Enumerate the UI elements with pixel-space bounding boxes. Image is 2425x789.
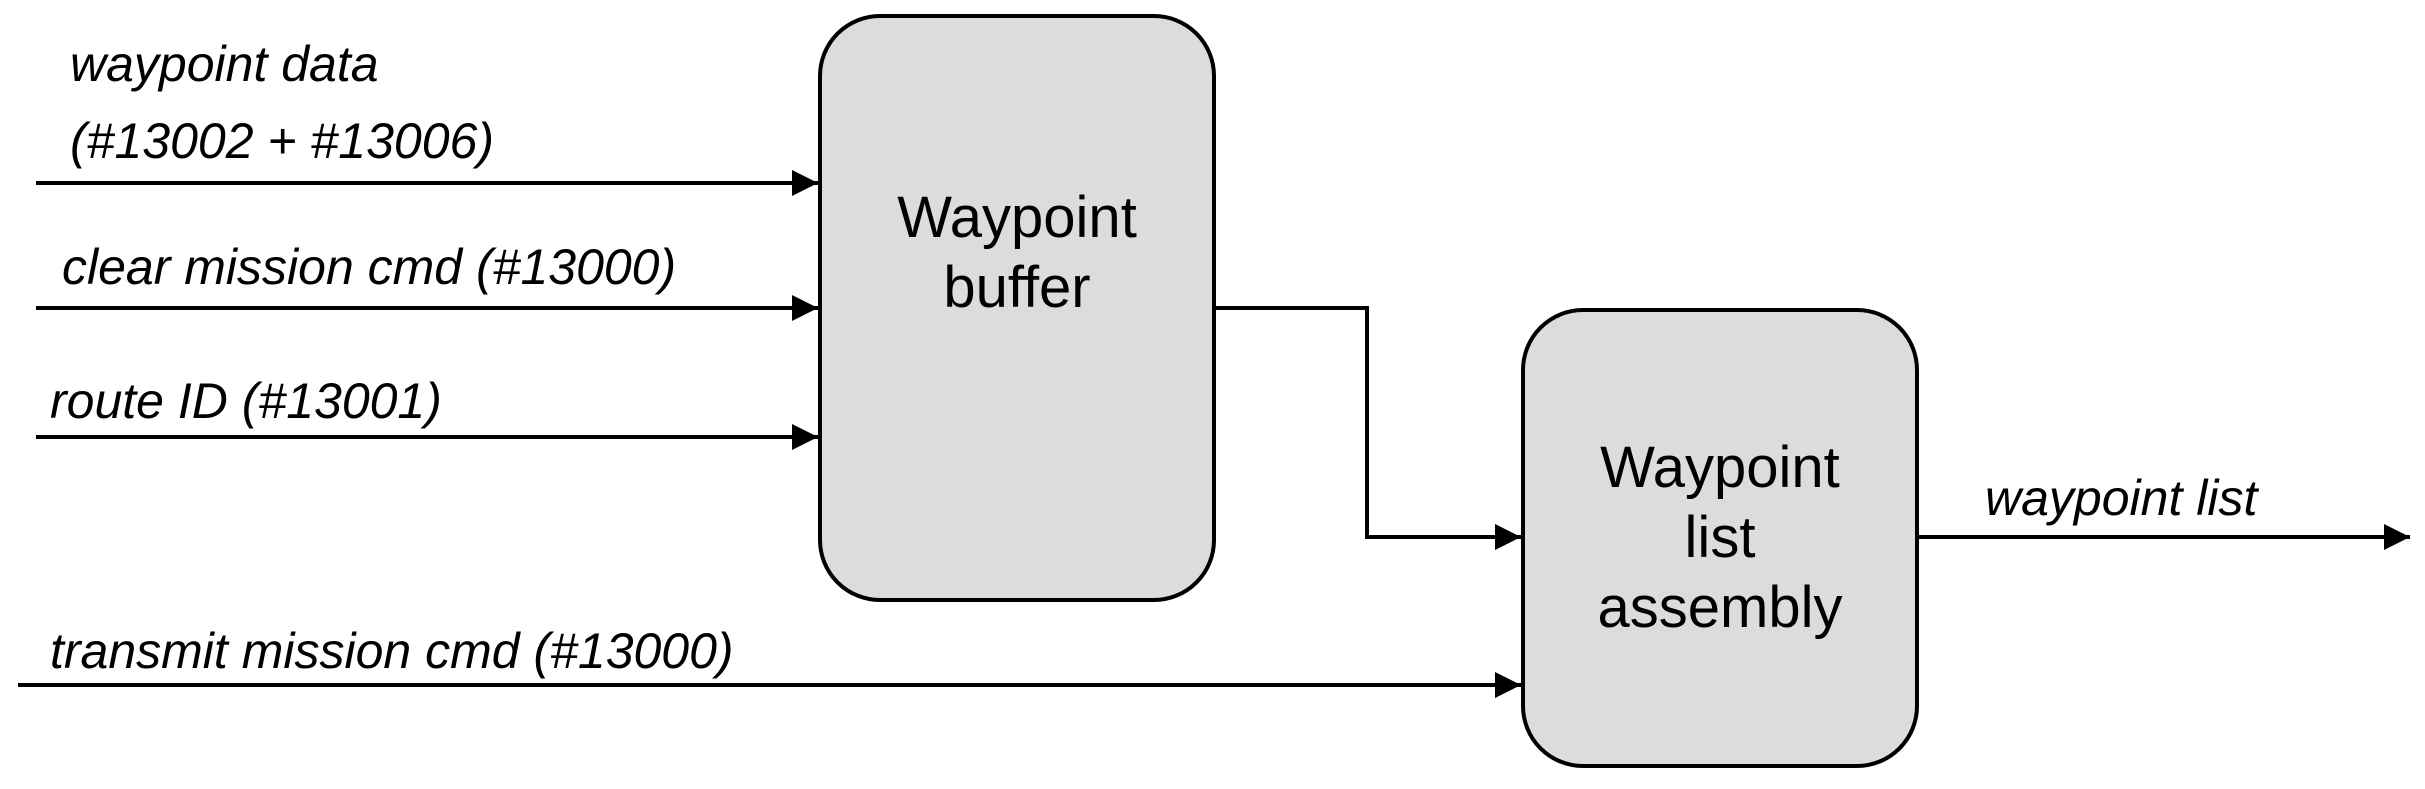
waypoint-list-assembly-block: Waypoint list assembly [1521, 308, 1919, 768]
route-id-label: route ID (#13001) [50, 373, 442, 429]
waypoint-list-assembly-label: Waypoint list assembly [1597, 435, 1843, 640]
clear-mission-label: clear mission cmd (#13000) [62, 239, 677, 295]
waypoint-data-label: waypoint data [70, 36, 379, 92]
waypoint-buffer-block: Waypoint buffer [818, 14, 1216, 602]
waypoint-buffer-label: Waypoint buffer [897, 185, 1137, 320]
waypoint-list-output-label: waypoint list [1985, 470, 2258, 526]
waypoint-data-ids-label: (#13002 + #13006) [70, 113, 494, 169]
buffer-to-assembly-arrow [1216, 306, 1521, 550]
transmit-mission-label: transmit mission cmd (#13000) [50, 623, 734, 679]
